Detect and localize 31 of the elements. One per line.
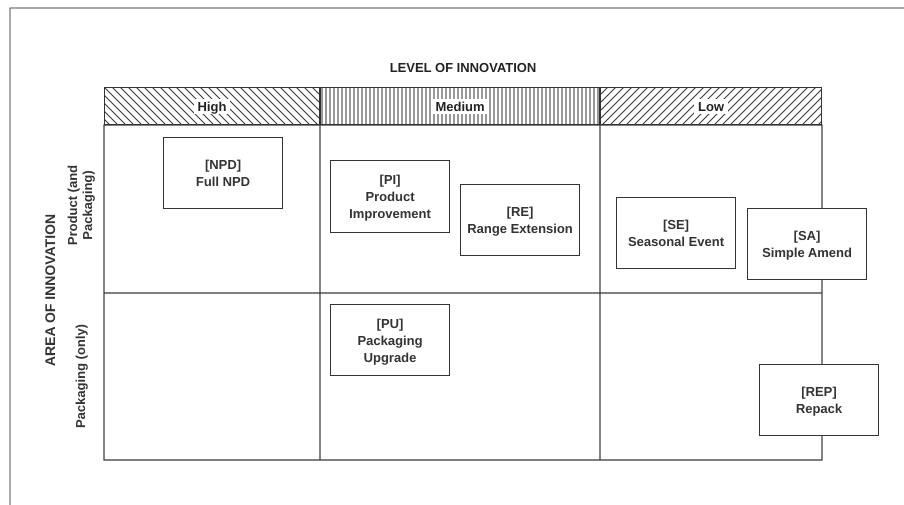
category-box bbox=[616, 197, 736, 269]
box-text: Repack bbox=[796, 400, 842, 417]
axis-title: AREA OF INNOVATION bbox=[41, 212, 59, 368]
box-text: Seasonal Event bbox=[628, 233, 724, 250]
hatched-header-band bbox=[104, 87, 320, 125]
box-text: [SE] bbox=[663, 216, 689, 233]
box-text: Simple Amend bbox=[762, 244, 852, 261]
row-heading: Product (and Packaging) bbox=[64, 164, 96, 248]
category-box bbox=[330, 304, 450, 376]
category-box bbox=[330, 160, 450, 233]
box-text: [SA] bbox=[794, 227, 820, 244]
box-text: [RE] bbox=[506, 203, 534, 220]
box-text: [REP] bbox=[801, 383, 837, 400]
category-box bbox=[747, 208, 867, 280]
box-text: Full NPD bbox=[196, 173, 250, 190]
box-text: Range Extension bbox=[467, 220, 573, 237]
row-heading: Packaging (only) bbox=[72, 322, 89, 430]
category-box bbox=[759, 364, 879, 436]
box-text: Packaging Upgrade bbox=[356, 332, 424, 366]
column-heading: Medium bbox=[431, 98, 489, 114]
column-heading: Low bbox=[694, 98, 728, 114]
box-text: [NPD] bbox=[204, 156, 242, 173]
category-box bbox=[460, 184, 580, 256]
box-text: [PI] bbox=[380, 171, 400, 188]
category-box bbox=[163, 137, 283, 209]
box-text: [PU] bbox=[376, 314, 404, 332]
hatched-header-band bbox=[320, 87, 600, 125]
box-text: Product Improvement bbox=[348, 188, 432, 222]
hatched-header-band bbox=[600, 87, 822, 125]
column-heading: High bbox=[194, 98, 230, 114]
axis-title: LEVEL OF INNOVATION bbox=[388, 60, 538, 77]
